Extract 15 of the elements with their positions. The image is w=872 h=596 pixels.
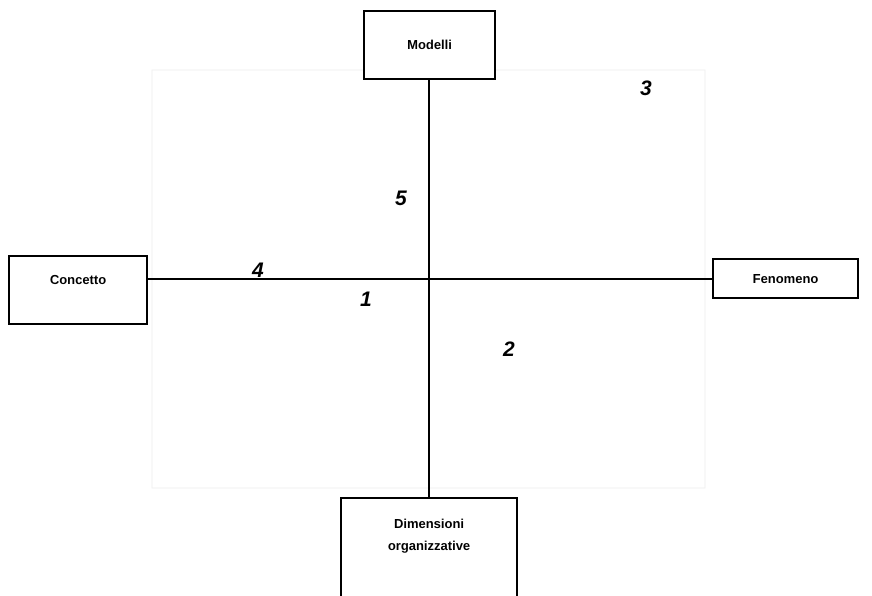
quadrant-number: 4: [252, 259, 264, 283]
box-label: Fenomeno: [752, 270, 818, 288]
quadrant-number: 1: [360, 288, 372, 312]
box-label: Concetto: [50, 271, 106, 289]
concept-box: [712, 258, 859, 299]
concept-box: [340, 497, 518, 596]
quadrant-number: 5: [395, 187, 407, 211]
connector-line: [148, 278, 712, 280]
box-label: Dimensioni organizzative: [386, 515, 472, 555]
quadrant-number: 2: [503, 338, 515, 362]
quadrant-number: 3: [640, 77, 652, 101]
box-label: Modelli: [407, 36, 452, 54]
connector-line: [428, 80, 430, 497]
concept-box: [8, 255, 148, 325]
concept-box: [363, 10, 496, 80]
